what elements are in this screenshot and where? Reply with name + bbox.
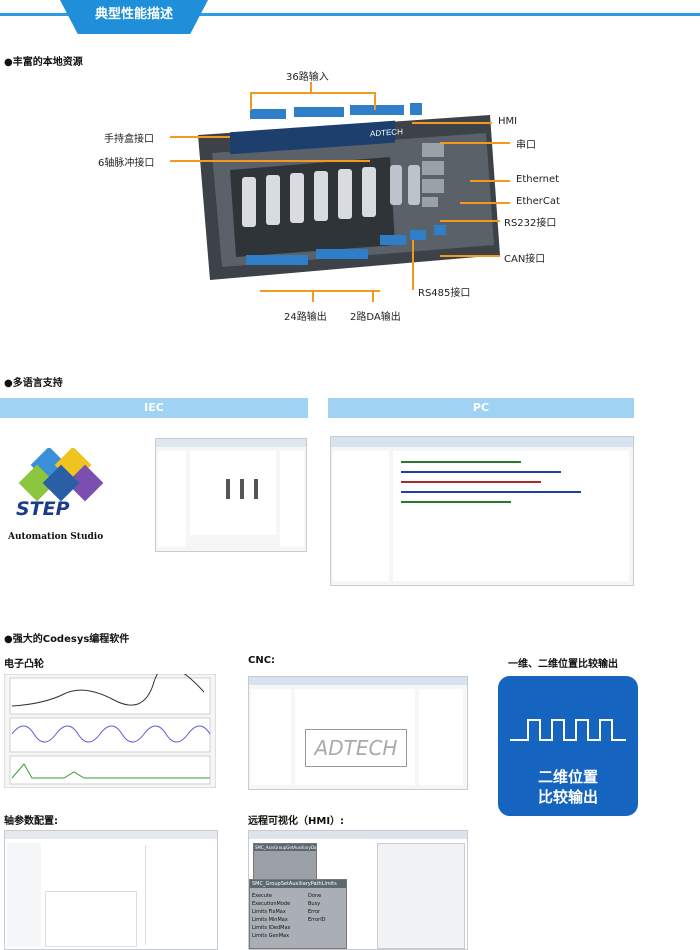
callout-line: [440, 255, 500, 257]
callout-line: [372, 290, 374, 302]
callout-line: [412, 240, 414, 290]
label-rs485: RS485接口: [418, 288, 471, 299]
label-handbox: 手持盒接口: [104, 134, 154, 145]
label-ethernet: Ethernet: [516, 174, 560, 185]
label-can: CAN接口: [504, 254, 546, 265]
tab-iec: IEC: [0, 398, 308, 418]
panel-title-axis: 轴参数配置:: [4, 816, 58, 827]
axis-config-screenshot: [4, 830, 218, 950]
hmi-screenshot: SMC_AxisGroupGetAuxiliaryData SMC_GroupS…: [248, 830, 468, 950]
label-serial: 串口: [516, 140, 536, 151]
compare-output-card: 二维位置 比较输出: [498, 676, 638, 816]
hmi-small-title: SMC_AxisGroupGetAuxiliaryData: [254, 844, 316, 851]
cnc-preview-text: ADTECH: [305, 729, 407, 767]
compare-line2: 比较输出: [537, 788, 598, 806]
compare-line1: 二维位置: [537, 768, 598, 786]
step-logo-subtitle: Automation Studio: [8, 532, 104, 542]
cam-chart-screenshot: [4, 674, 216, 788]
callout-line: [374, 92, 376, 110]
callout-line: [312, 290, 314, 302]
header-line: [0, 13, 700, 16]
label-inputs: 36路输入: [286, 72, 329, 83]
panel-title-cnc: CNC:: [248, 655, 276, 666]
callout-line: [440, 142, 510, 144]
callout-line: [170, 160, 370, 162]
controller-device: ADTECH: [198, 103, 500, 280]
callout-line: [170, 136, 230, 138]
label-pulse: 6轴脉冲接口: [98, 158, 155, 169]
panel-title-hmi: 远程可视化（HMI）:: [248, 816, 345, 827]
callout-line: [460, 202, 510, 204]
pc-software-screenshot: [330, 436, 634, 586]
tab-pc: PC: [328, 398, 634, 418]
callout-line: [310, 82, 312, 94]
label-da: 2路DA输出: [350, 312, 401, 323]
hmi-block-title: SMC_GroupSetAuxiliaryPathLimits: [250, 880, 346, 888]
section-title-languages: ●多语言支持: [4, 378, 63, 389]
callout-line: [250, 92, 252, 110]
step-logo: [18, 448, 104, 502]
label-hmi: HMI: [498, 116, 518, 127]
iec-software-screenshot: [155, 438, 307, 552]
brand-label: ADTECH: [370, 127, 403, 138]
hmi-block-outputs: Done Busy Error ErrorID: [308, 893, 326, 923]
callout-line: [470, 180, 510, 182]
label-ethercat: EtherCat: [516, 196, 560, 207]
cnc-software-screenshot: ADTECH: [248, 676, 468, 790]
panel-title-compare: 一维、二维位置比较输出: [508, 659, 618, 670]
panel-title-cam: 电子凸轮: [4, 659, 44, 670]
pulse-wave-icon: [510, 719, 626, 741]
section-title-resources: ●丰富的本地资源: [4, 57, 83, 68]
hmi-block-inputs: Execute ExecutionMode Limits FixMax Limi…: [252, 893, 291, 939]
label-outputs: 24路输出: [284, 312, 327, 323]
callout-line: [260, 290, 380, 292]
header-banner: 典型性能描述: [60, 0, 208, 34]
callout-line: [440, 220, 500, 222]
callout-line: [250, 92, 375, 94]
callout-line: [412, 122, 492, 124]
step-logo-word: STEP: [16, 498, 70, 520]
label-rs232: RS232接口: [504, 218, 557, 229]
section-title-codesys: ●强大的Codesys编程软件: [4, 634, 130, 645]
